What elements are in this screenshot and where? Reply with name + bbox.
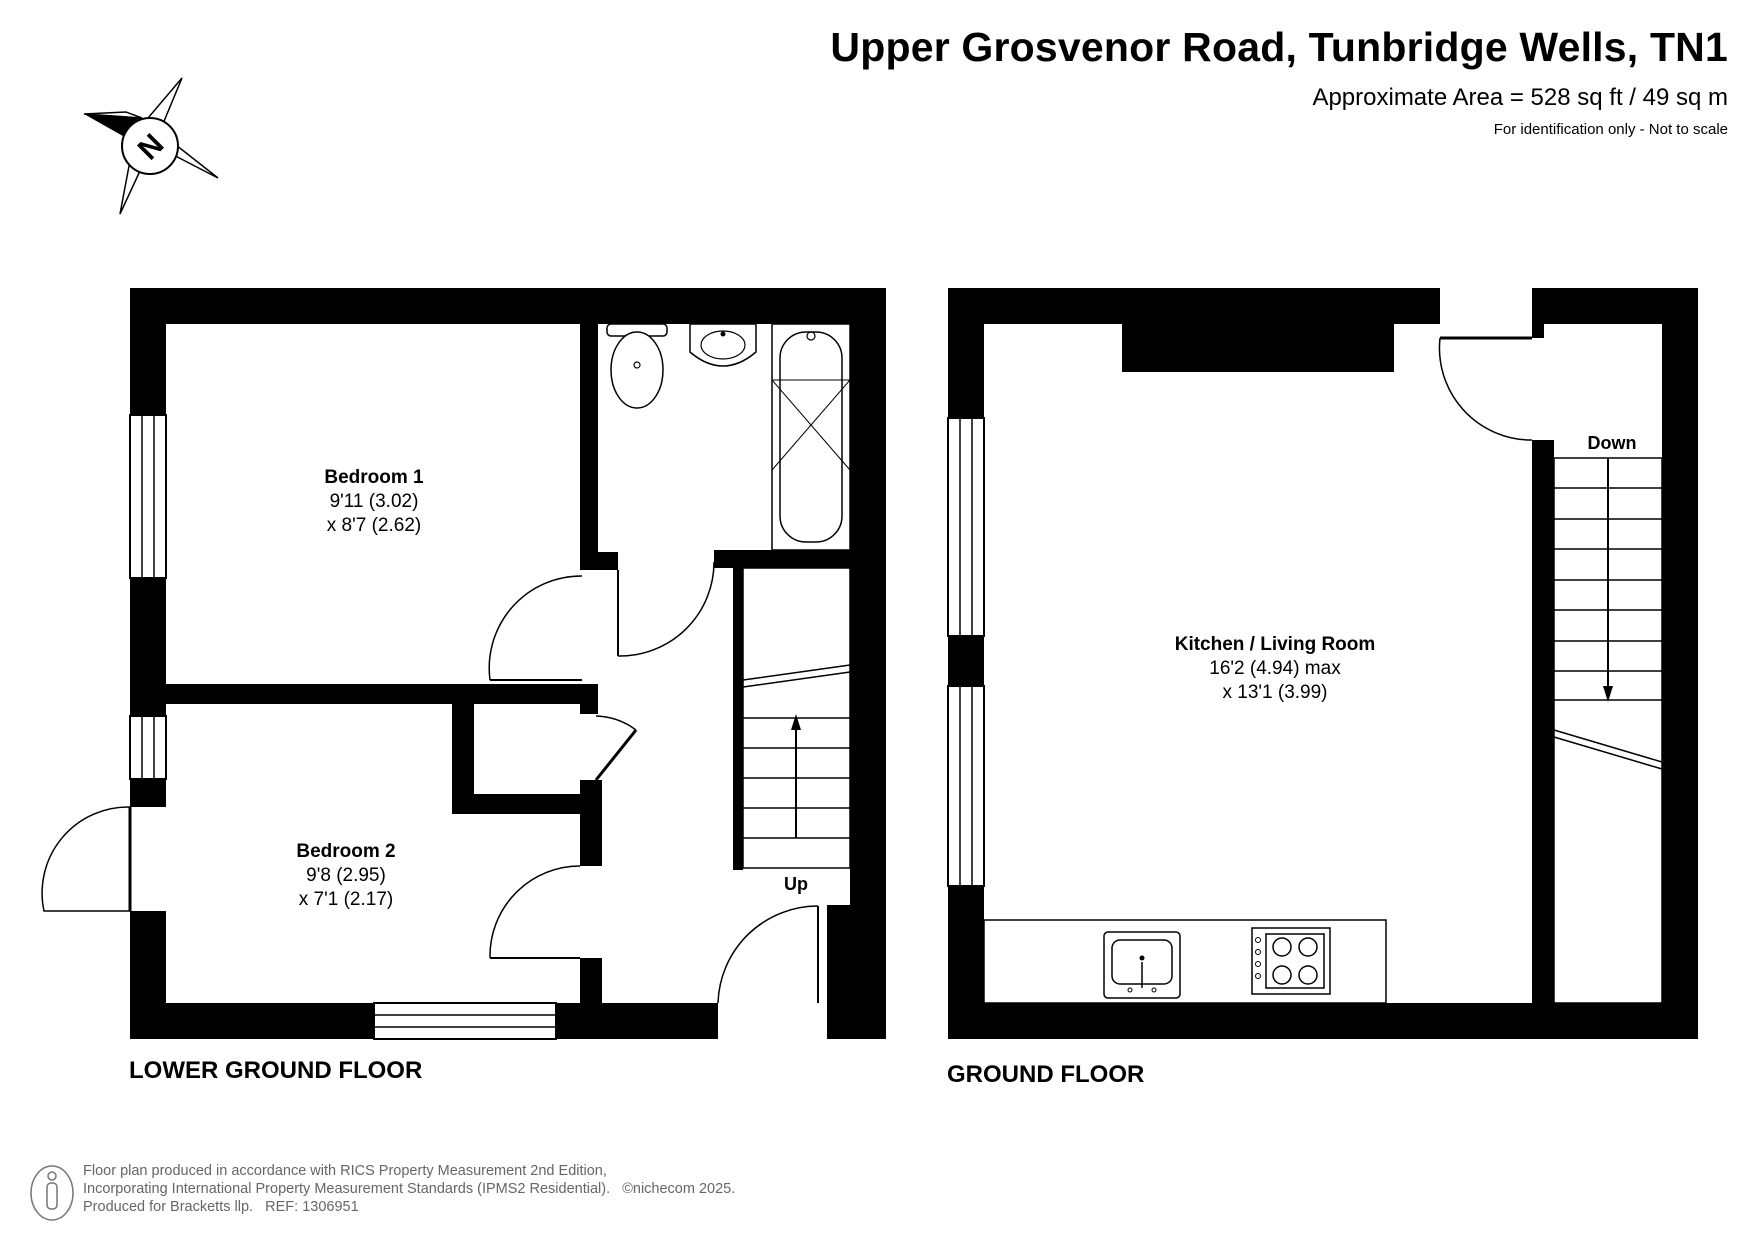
person-icon xyxy=(30,1165,74,1221)
footer-copyright: ©nichecom 2025. xyxy=(622,1181,736,1197)
toilet-icon xyxy=(606,323,668,409)
bedroom1-name: Bedroom 1 xyxy=(324,467,424,488)
disclaimer: For identification only - Not to scale xyxy=(1493,121,1728,138)
kitchen-dim2: x 13'1 (3.99) xyxy=(1222,682,1327,703)
bath-icon xyxy=(771,323,851,551)
ground-floor-plan xyxy=(947,288,1698,1039)
bedroom1-dim2: x 8'7 (2.62) xyxy=(327,515,421,536)
bedroom2-dim1: 9'8 (2.95) xyxy=(306,865,386,886)
stairs-down-label: Down xyxy=(1588,433,1637,453)
bedroom1-dim1: 9'11 (3.02) xyxy=(330,491,419,512)
footer-line2: Incorporating International Property Mea… xyxy=(83,1181,611,1197)
footer: Floor plan produced in accordance with R… xyxy=(83,1162,735,1216)
footer-line1: Floor plan produced in accordance with R… xyxy=(83,1163,607,1179)
footer-line2-wrap: Incorporating International Property Mea… xyxy=(83,1180,735,1198)
stairs-up-label: Up xyxy=(784,874,808,894)
kitchen-dim1: 16'2 (4.94) max xyxy=(1209,658,1341,679)
basin-icon xyxy=(689,323,757,367)
compass-icon: N xyxy=(83,77,219,215)
bedroom2-dim2: x 7'1 (2.17) xyxy=(299,889,393,910)
footer-line3-wrap: Produced for Bracketts llp. REF: 1306951 xyxy=(83,1198,735,1216)
footer-line3: Produced for Bracketts llp. xyxy=(83,1199,254,1215)
lower-ground-floor-plan xyxy=(41,288,886,1040)
bedroom2-name: Bedroom 2 xyxy=(296,841,395,862)
ground-floor-label: GROUND FLOOR xyxy=(947,1061,1145,1088)
lower-ground-floor-label: LOWER GROUND FLOOR xyxy=(129,1057,423,1084)
page-title: Upper Grosvenor Road, Tunbridge Wells, T… xyxy=(830,24,1728,70)
approximate-area: Approximate Area = 528 sq ft / 49 sq m xyxy=(1312,84,1728,111)
kitchen-name: Kitchen / Living Room xyxy=(1175,634,1376,655)
sink-icon xyxy=(1103,931,1181,999)
hob-icon xyxy=(1251,927,1331,995)
footer-ref: REF: 1306951 xyxy=(265,1199,359,1215)
